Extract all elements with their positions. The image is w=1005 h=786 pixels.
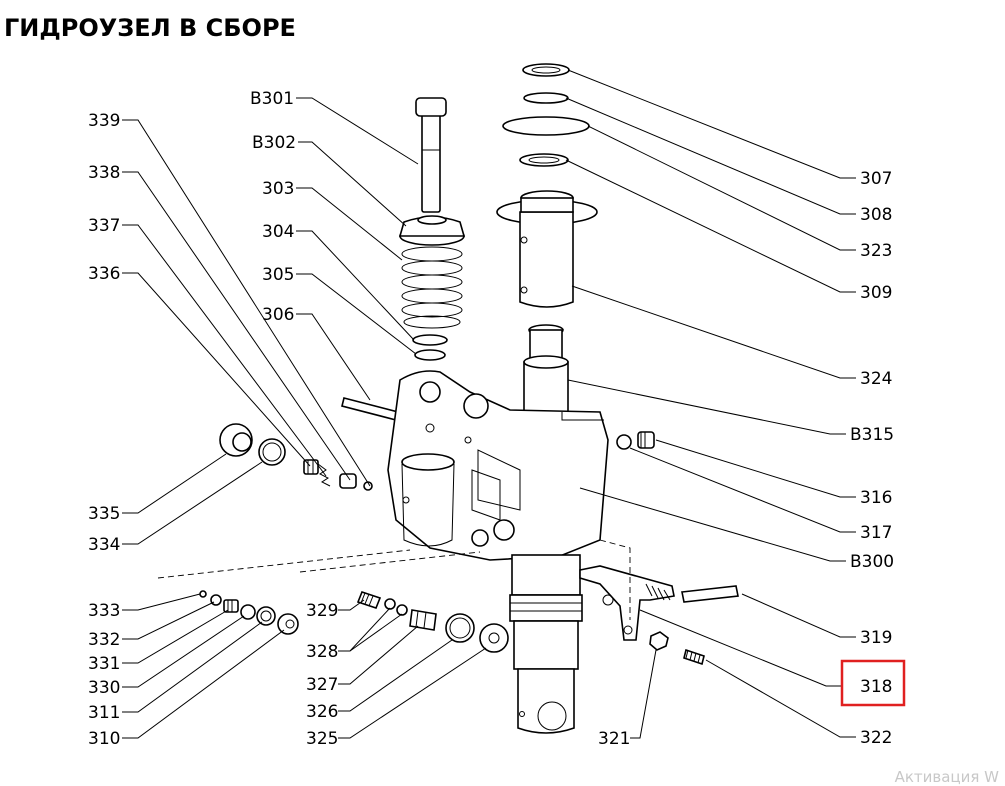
part-316-plug	[637, 431, 655, 449]
part-317-washer	[616, 434, 632, 450]
label-330: 330	[88, 678, 120, 698]
label-309: 309	[860, 283, 892, 303]
label-303: 303	[262, 179, 294, 199]
part-324-cylinder	[496, 190, 598, 308]
part-319-pin	[681, 585, 739, 603]
label-307: 307	[860, 169, 892, 189]
part-334-oring	[258, 438, 286, 466]
part-335-bushing	[219, 423, 253, 457]
label-324: 324	[860, 369, 892, 389]
label-317: 317	[860, 523, 892, 543]
part-305-ring	[414, 349, 446, 361]
label-b302: B302	[252, 133, 296, 153]
part-326-oring	[445, 613, 475, 643]
label-325: 325	[306, 729, 338, 749]
label-323: 323	[860, 241, 892, 261]
part-304-washer	[412, 334, 448, 346]
leader-lines	[122, 69, 856, 739]
label-b301: B301	[250, 89, 294, 109]
label-338: 338	[88, 163, 120, 183]
label-336: 336	[88, 264, 120, 284]
part-309-seal	[519, 153, 569, 167]
label-b300: B300	[850, 552, 894, 572]
label-305: 305	[262, 265, 294, 285]
label-328: 328	[306, 642, 338, 662]
label-335: 335	[88, 504, 120, 524]
label-326: 326	[306, 702, 338, 722]
label-308: 308	[860, 205, 892, 225]
label-339: 339	[88, 111, 120, 131]
part-338-plug	[339, 473, 357, 489]
label-321: 321	[598, 729, 630, 749]
activation-watermark: Активация W	[894, 768, 999, 786]
part-323-oring	[502, 116, 590, 136]
diagram-title: ГИДРОУЗЕЛ В СБОРЕ	[4, 14, 296, 42]
part-306-pin	[341, 397, 399, 421]
part-329-spring	[356, 591, 382, 609]
label-329: 329	[306, 601, 338, 621]
label-b315: B315	[850, 425, 894, 445]
part-322-spring	[683, 648, 705, 666]
part-303-spring	[401, 246, 463, 329]
label-304: 304	[262, 222, 294, 242]
part-b302-cap	[398, 215, 466, 246]
part-body-lower-tube	[509, 554, 583, 734]
part-328-washer-b	[396, 604, 408, 616]
label-306: 306	[262, 305, 294, 325]
highlight-box-318	[840, 659, 906, 707]
part-333-ball	[199, 590, 207, 598]
label-311: 311	[88, 703, 120, 723]
label-337: 337	[88, 216, 120, 236]
part-b315-piston	[523, 324, 569, 421]
label-319: 319	[860, 628, 892, 648]
part-331-spring	[223, 599, 239, 613]
part-311-ring	[256, 606, 276, 626]
part-330-seat	[240, 604, 256, 620]
part-337-spring	[317, 463, 331, 487]
part-307-seal	[522, 63, 570, 77]
part-labels: B301 B302 303 304 305 306 339 338 337 33…	[88, 89, 894, 749]
part-310-plug	[277, 613, 299, 635]
part-332-washer	[210, 594, 222, 606]
part-b300-body	[387, 370, 609, 561]
parts-drawing	[157, 63, 739, 734]
label-322: 322	[860, 728, 892, 748]
label-310: 310	[88, 729, 120, 749]
part-327-valve	[409, 609, 437, 631]
part-318-lever	[579, 565, 675, 641]
part-b301-plunger	[415, 97, 447, 213]
label-327: 327	[306, 675, 338, 695]
part-308-ring	[523, 92, 569, 104]
label-332: 332	[88, 630, 120, 650]
label-331: 331	[88, 654, 120, 674]
label-333: 333	[88, 601, 120, 621]
part-321-nut	[649, 631, 669, 651]
part-328-washer-a	[384, 598, 396, 610]
label-316: 316	[860, 488, 892, 508]
label-334: 334	[88, 535, 120, 555]
part-325-cap	[479, 623, 509, 653]
label-318: 318	[860, 677, 892, 697]
